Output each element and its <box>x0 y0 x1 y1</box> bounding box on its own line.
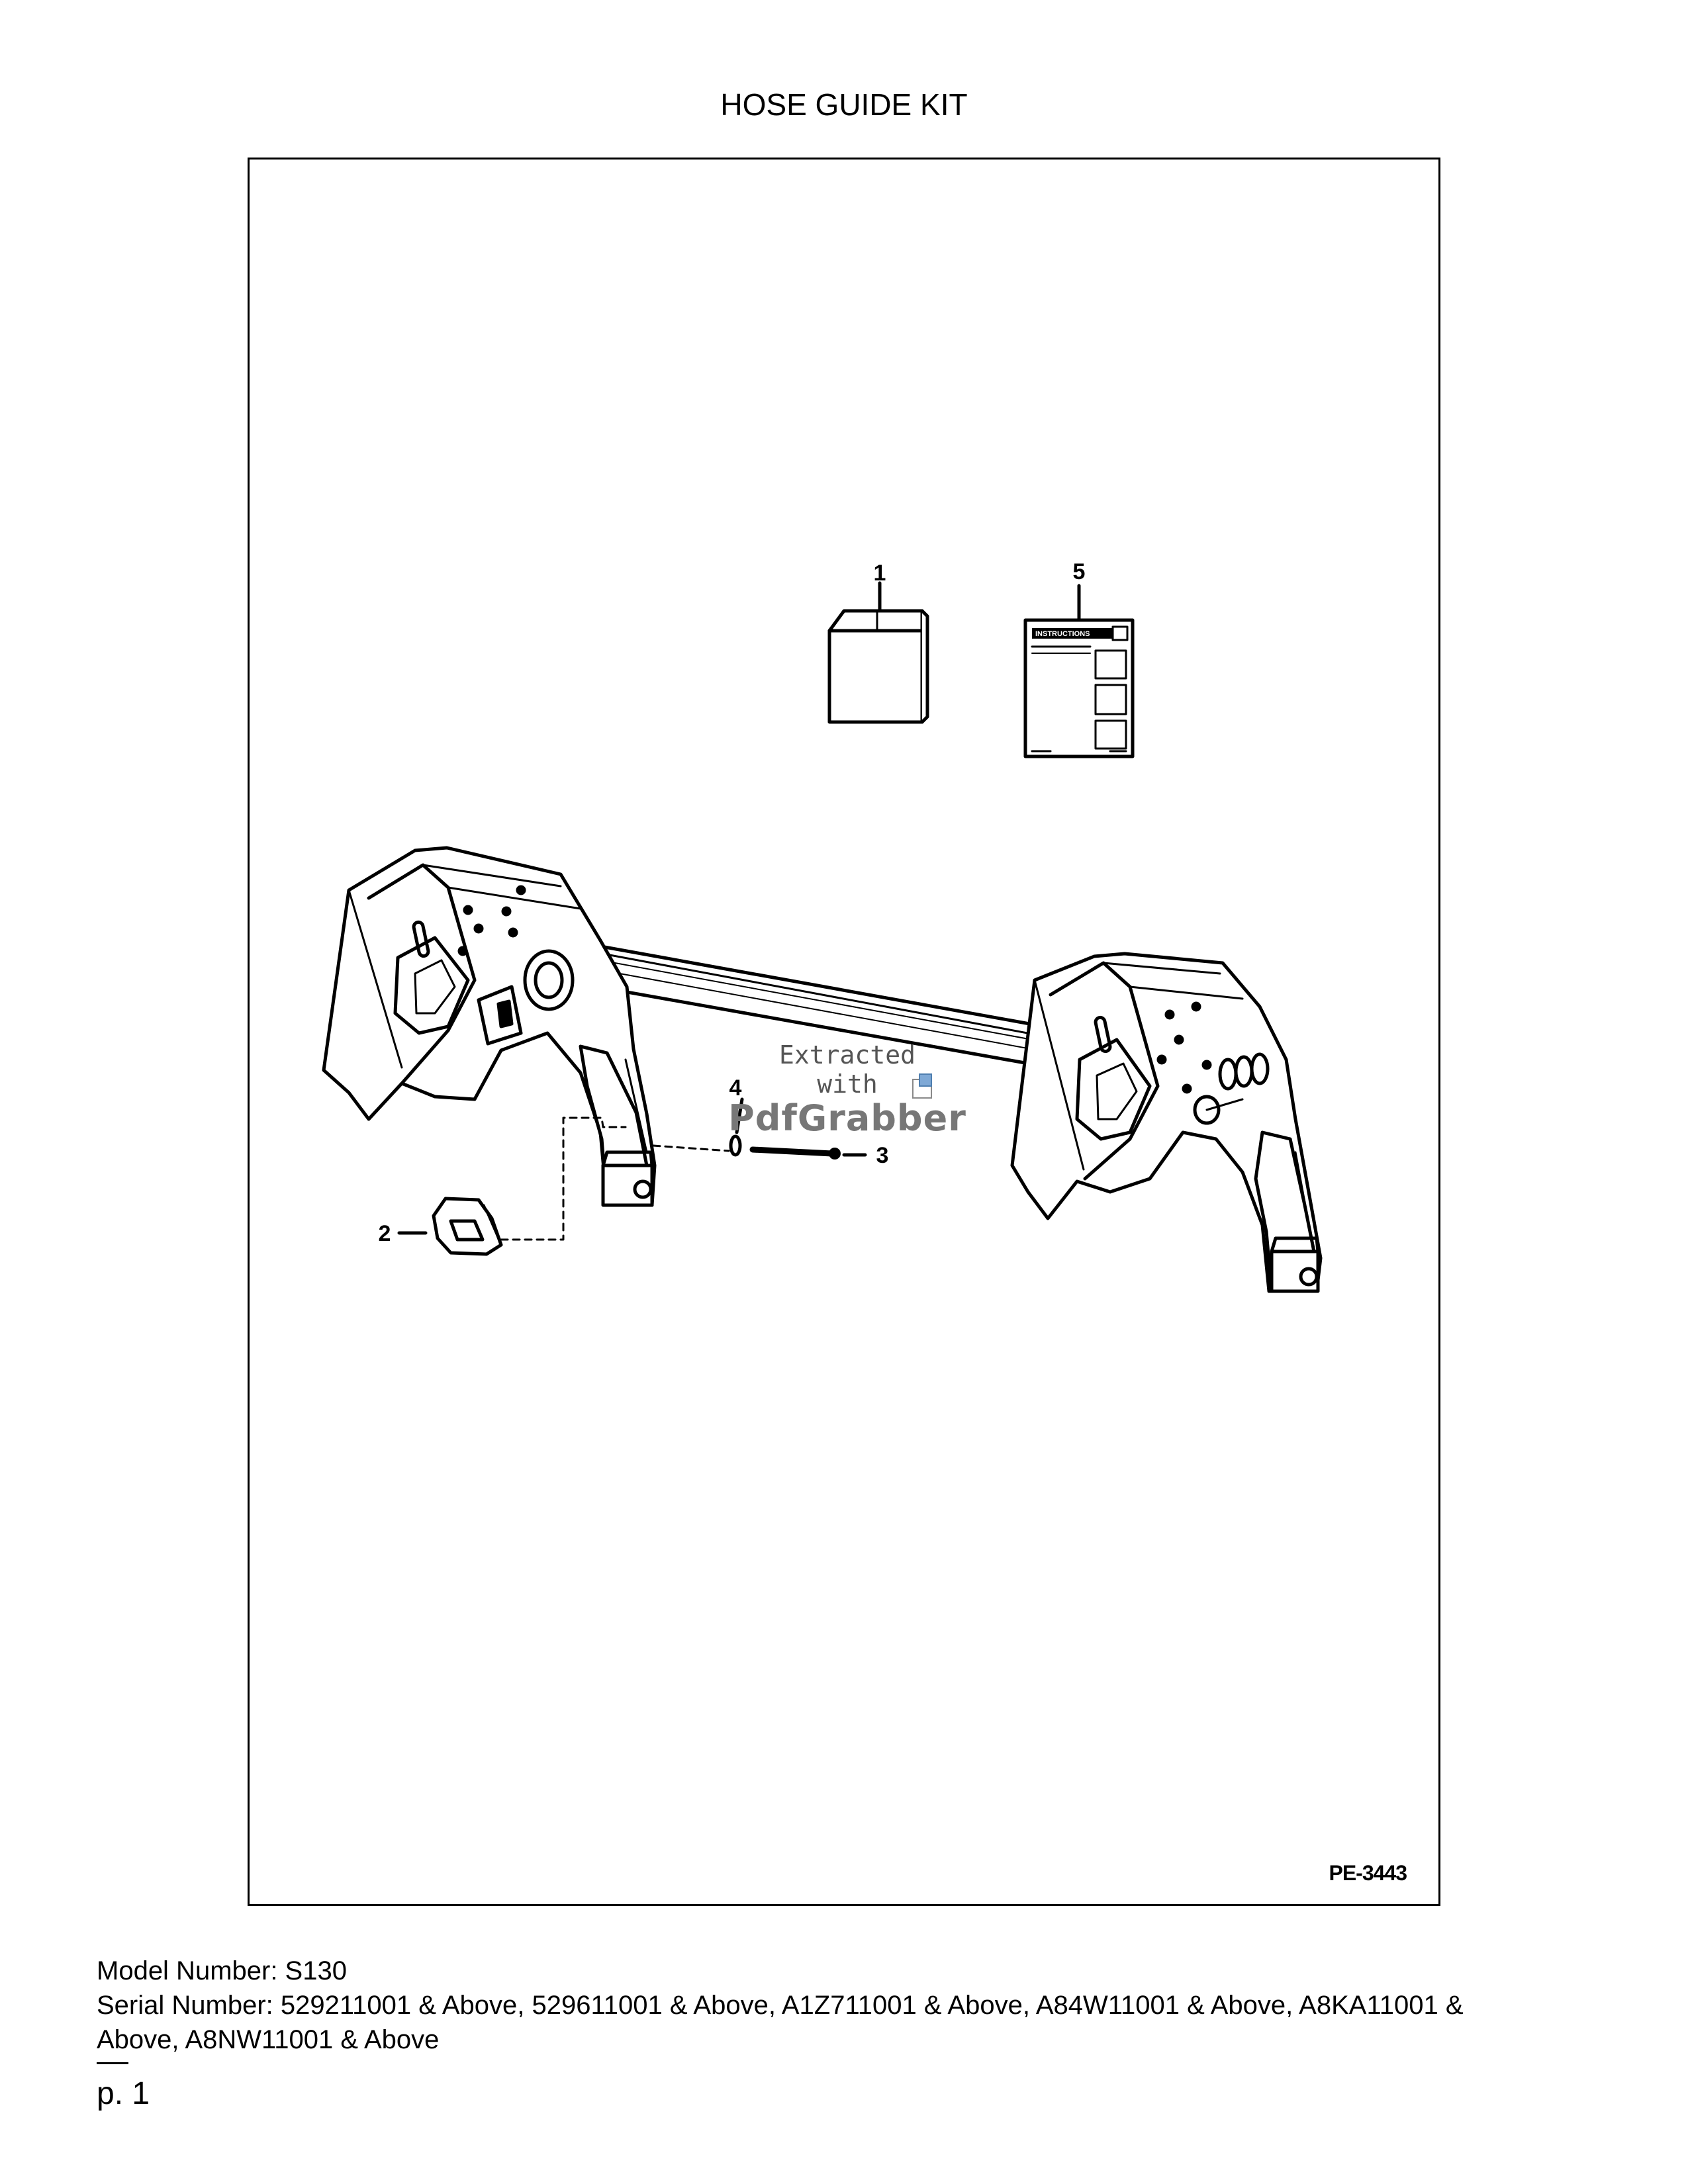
instruction-sheet-label: INSTRUCTIONS <box>1035 630 1090 638</box>
callout-1: 1 <box>874 561 886 586</box>
parts-diagram-frame: 1 5 INSTRUCTIONS <box>248 158 1440 1906</box>
callout-leader-4 <box>735 1097 744 1134</box>
page-title: HOSE GUIDE KIT <box>720 87 968 122</box>
hose-guide-bracket-illustration <box>432 1197 503 1256</box>
callout-5: 5 <box>1073 559 1086 584</box>
instruction-sheet-illustration <box>1023 618 1135 758</box>
watermark-line1: Extracted <box>779 1040 915 1069</box>
figure-id: PE-3443 <box>1329 1861 1407 1885</box>
watermark-brand: PdfGrabber <box>728 1097 966 1139</box>
callout-3: 3 <box>876 1143 889 1168</box>
model-number: Model Number: S130 <box>97 1956 347 1985</box>
footer-divider <box>97 2062 128 2064</box>
pdfgrabber-logo-icon <box>912 1073 932 1099</box>
footer-info: Model Number: S130 Serial Number: 529211… <box>97 1954 1593 2057</box>
left-arm-assembly <box>322 846 657 1207</box>
callout-2: 2 <box>379 1221 391 1246</box>
watermark-line2: with <box>817 1069 878 1099</box>
page-number: p. 1 <box>97 2076 150 2111</box>
serial-number-line2: Above, A8NW11001 & Above <box>97 2025 440 2054</box>
bolt-illustration <box>749 1146 835 1157</box>
callout-4: 4 <box>729 1075 742 1101</box>
parts-diagram: 1 5 INSTRUCTIONS <box>322 559 1323 1293</box>
right-arm-assembly <box>1010 952 1323 1293</box>
bolt-axis-dashed <box>652 1144 730 1152</box>
pdfgrabber-watermark: Extracted with PdfGrabber <box>728 1040 966 1138</box>
serial-number-line1: Serial Number: 529211001 & Above, 529611… <box>97 1991 1464 2020</box>
nut-illustration <box>729 1134 742 1157</box>
install-path-dashed <box>500 1116 627 1241</box>
kit-box-illustration <box>827 609 929 724</box>
